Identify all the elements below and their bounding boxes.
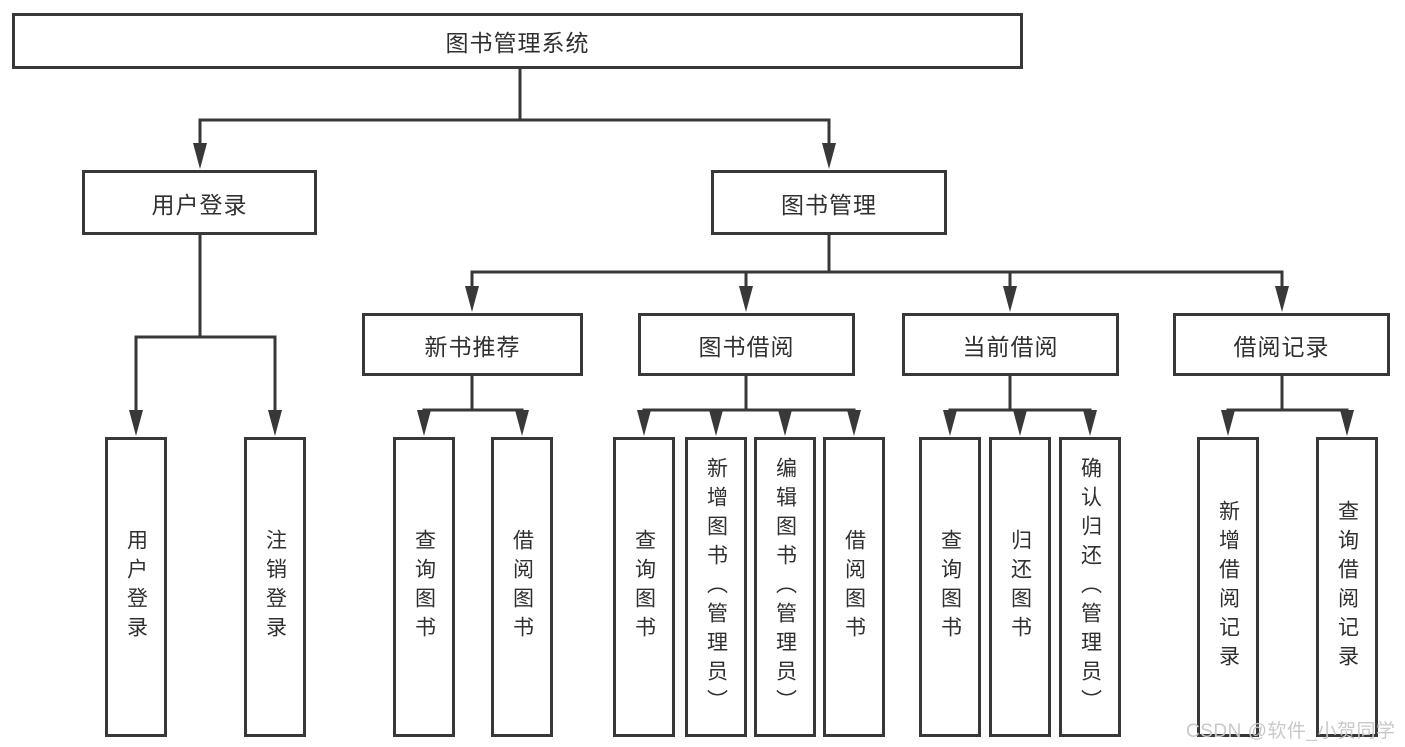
connector-user-login-children xyxy=(129,235,282,436)
arrowhead xyxy=(778,410,792,436)
connector-current-borrowing-children xyxy=(943,376,1097,436)
node-label: 归还图书 xyxy=(1008,529,1032,645)
node-label: 图书管理系统 xyxy=(445,30,590,56)
node-book-management: 图书管理 xyxy=(711,170,947,235)
arrowhead xyxy=(1003,286,1017,312)
leaf-edit-books-admin: 编辑图书（管理员） xyxy=(754,437,816,737)
connector-book-mgmt-to-level3 xyxy=(465,235,1289,312)
leaf-query-books-borrowing: 查询图书 xyxy=(613,437,675,737)
leaf-query-books-current: 查询图书 xyxy=(919,437,981,737)
arrowhead xyxy=(1083,410,1097,436)
node-label: 用户登录 xyxy=(124,529,148,645)
arrowhead xyxy=(268,410,282,436)
leaf-user-login: 用户登录 xyxy=(105,437,167,737)
connector-book-borrowing-children xyxy=(637,376,861,436)
node-label: 查询借阅记录 xyxy=(1335,500,1359,674)
connector-borrow-records-children xyxy=(1221,376,1354,436)
node-label: 图书管理 xyxy=(781,191,877,218)
node-label: 借阅记录 xyxy=(1233,333,1330,360)
leaf-confirm-return-admin: 确认归还（管理员） xyxy=(1059,437,1121,737)
arrowhead xyxy=(465,286,479,312)
node-label: 当前借阅 xyxy=(962,333,1059,360)
leaf-return-books: 归还图书 xyxy=(989,437,1051,737)
arrowhead xyxy=(515,410,529,436)
leaf-borrow-books-recommend: 借阅图书 xyxy=(491,437,553,737)
node-current-borrowing: 当前借阅 xyxy=(902,313,1119,376)
node-user-login: 用户登录 xyxy=(82,170,317,235)
node-book-borrowing: 图书借阅 xyxy=(638,313,855,376)
node-label: 用户登录 xyxy=(151,191,248,218)
arrowhead xyxy=(1340,410,1354,436)
arrowhead xyxy=(943,410,957,436)
node-library-system: 图书管理系统 xyxy=(12,13,1023,69)
arrowhead xyxy=(1275,286,1289,312)
node-label: 查询图书 xyxy=(632,529,656,645)
node-label: 借阅图书 xyxy=(842,529,866,645)
arrowhead xyxy=(739,286,753,312)
node-label: 编辑图书（管理员） xyxy=(773,456,797,718)
leaf-borrow-books-borrowing: 借阅图书 xyxy=(823,437,885,737)
arrowhead xyxy=(822,143,836,169)
leaf-query-borrow-record: 查询借阅记录 xyxy=(1316,437,1378,737)
node-new-book-recommendation: 新书推荐 xyxy=(362,313,583,376)
connector-root-to-level2 xyxy=(193,69,836,169)
leaf-query-books-recommend: 查询图书 xyxy=(393,437,455,737)
arrowhead xyxy=(417,410,431,436)
node-label: 新增图书（管理员） xyxy=(704,456,728,718)
node-label: 查询图书 xyxy=(412,529,436,645)
arrowhead xyxy=(637,410,651,436)
watermark-text: CSDN @软件_小贺同学 xyxy=(1186,721,1396,742)
node-label: 确认归还（管理员） xyxy=(1078,456,1102,718)
connector-new-book-children xyxy=(417,376,529,436)
leaf-logout: 注销登录 xyxy=(244,437,306,737)
arrowhead xyxy=(193,143,207,169)
arrowhead xyxy=(847,410,861,436)
arrowhead xyxy=(129,410,143,436)
node-label: 图书借阅 xyxy=(698,333,795,360)
arrowhead xyxy=(709,410,723,436)
node-borrowing-records: 借阅记录 xyxy=(1173,313,1390,376)
node-label: 借阅图书 xyxy=(510,529,534,645)
node-label: 查询图书 xyxy=(938,529,962,645)
node-label: 注销登录 xyxy=(263,529,287,645)
node-label: 新增借阅记录 xyxy=(1216,500,1240,674)
arrowhead xyxy=(1221,410,1235,436)
leaf-add-borrow-record: 新增借阅记录 xyxy=(1197,437,1259,737)
node-label: 新书推荐 xyxy=(424,333,521,360)
leaf-add-books-admin: 新增图书（管理员） xyxy=(685,437,747,737)
arrowhead xyxy=(1013,410,1027,436)
